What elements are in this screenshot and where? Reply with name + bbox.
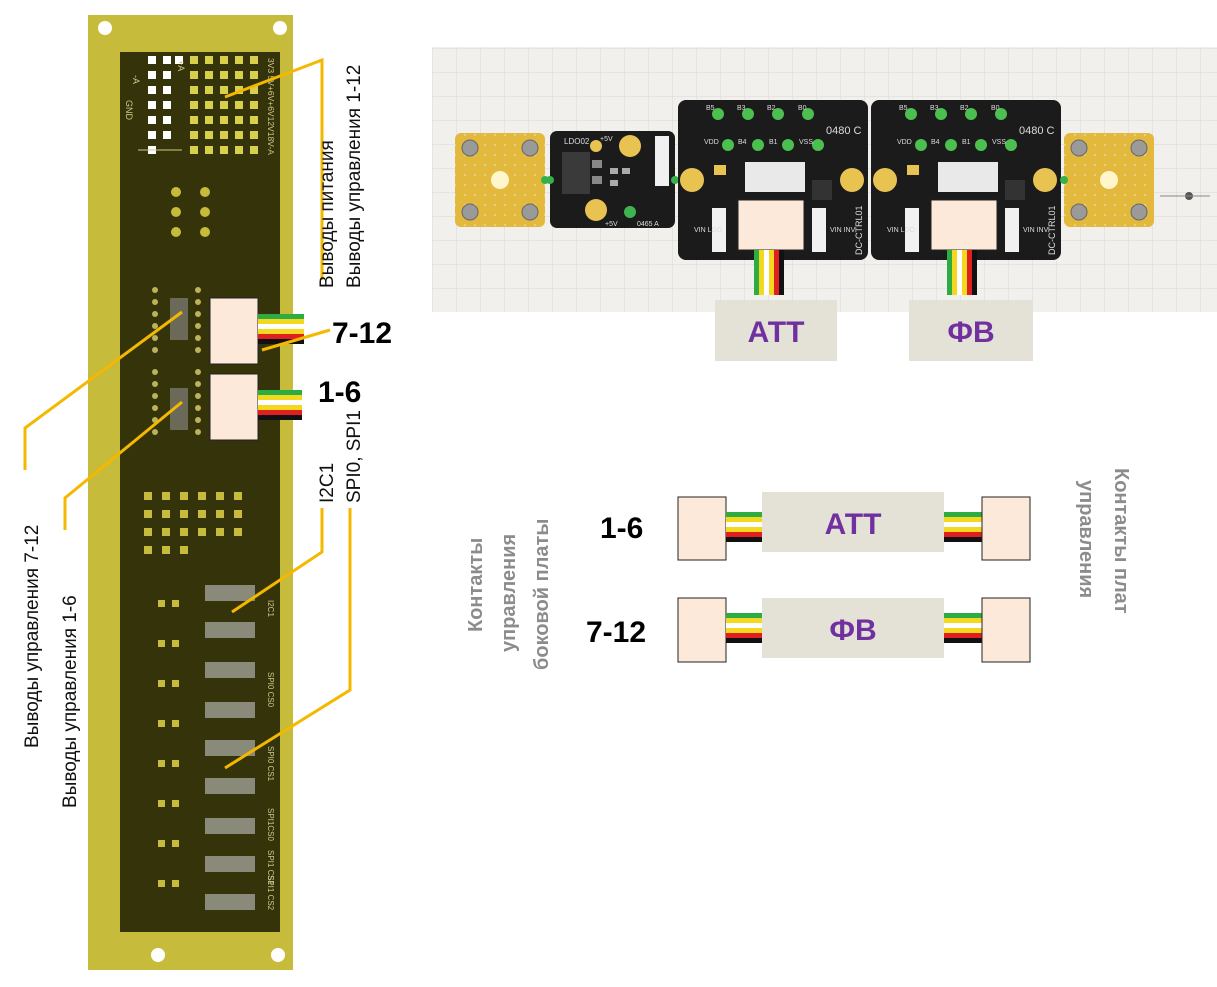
- silk-gnd-label: GND: [124, 100, 134, 121]
- pin-label: B2: [767, 105, 776, 112]
- silk-spi1-cs1: SPI1 CS1: [266, 850, 275, 886]
- connector-1-6-socket: [170, 388, 188, 430]
- pin-label: B5: [706, 105, 715, 112]
- label-control-pins-1-6: Выводы управления 1-6: [60, 595, 81, 808]
- vin-inv-label: VIN INV: [1023, 227, 1049, 234]
- legend-group: 7-12: [586, 616, 646, 649]
- pin-label: VSS: [799, 139, 813, 146]
- caption-left-line-1: Контакты: [465, 538, 487, 632]
- tag-box-fv: [909, 300, 1033, 361]
- silk-spi0-cs1: SPI0 CS1: [266, 746, 275, 782]
- legend-target: ФВ: [829, 614, 876, 647]
- board-side-label: DC-CTRL01: [1047, 205, 1057, 255]
- tag-att: АТТ: [748, 316, 805, 349]
- label-i2c1: I2C1: [317, 463, 338, 503]
- label-spi: SPI0, SPI1: [344, 410, 365, 503]
- ldo-plus5v-bottom: +5V: [605, 221, 618, 228]
- power-header: -A +A GND 3V3 5V+6V+6V12V18V-A: [124, 56, 276, 155]
- via-pads: [171, 187, 210, 237]
- label-group-1-6: 1-6: [318, 376, 361, 409]
- silk-spi0-cs0: SPI0 CS0: [266, 672, 275, 708]
- legend-row-7-12: 7-12 ФВ: [586, 597, 1031, 663]
- label-power-pins: Выводы питания: [317, 140, 338, 288]
- end-board-left: [455, 133, 549, 227]
- ldo-module: LDO02 +5V +5V 0465 A: [546, 131, 679, 228]
- caption-right-line-2: управления: [1075, 480, 1097, 598]
- ldo-code: 0465 A: [637, 221, 659, 228]
- callout-lines: [23, 57, 352, 770]
- pin-label: B2: [960, 105, 969, 112]
- board-side-label: DC-CTRL01: [854, 205, 864, 255]
- vin-ldo-label: VIN LDO: [887, 227, 916, 234]
- pin-label: B0: [798, 105, 807, 112]
- cable-legend: Контакты управления боковой платы Контак…: [465, 468, 1132, 670]
- legend-target: АТТ: [825, 508, 882, 541]
- bus-side-pads: [158, 600, 179, 887]
- ctrl-board-att: B5 B3 B2 B0 VDD B4 B1 VSS 0480 C VIN LDO…: [678, 100, 868, 295]
- pin-label: VDD: [704, 139, 719, 146]
- pin-label: B3: [737, 105, 746, 112]
- pin-label: B4: [931, 139, 940, 146]
- pin-label: B1: [769, 139, 778, 146]
- silk-voltage-label: 3V3 5V+6V+6V12V18V-A: [266, 58, 276, 155]
- vin-ldo-label: VIN LDO: [694, 227, 723, 234]
- board-code: 0480 C: [826, 125, 862, 137]
- bus-connectors: [205, 585, 255, 910]
- board-code: 0480 C: [1019, 125, 1055, 137]
- mounting-hole-icon: [273, 21, 287, 35]
- tag-fv: ФВ: [947, 316, 994, 349]
- legend-group: 1-6: [600, 512, 643, 545]
- label-group-7-12: 7-12: [332, 317, 392, 350]
- pin-label: B3: [930, 105, 939, 112]
- control-pin-rows: [152, 287, 201, 435]
- silk-spi1-cs2: SPI1 CS2: [266, 875, 275, 911]
- pin-label: B4: [738, 139, 747, 146]
- label-control-pins-7-12: Выводы управления 7-12: [22, 525, 43, 748]
- vin-inv-label: VIN INV: [830, 227, 856, 234]
- label-control-pins-1-12: Выводы управления 1-12: [344, 65, 365, 288]
- silk-i2c1: I2C1: [266, 600, 275, 617]
- pin-label: VSS: [992, 139, 1006, 146]
- connector-7-12-socket: [170, 298, 188, 340]
- caption-right-line-1: Контакты плат: [1110, 468, 1132, 614]
- ldo-name: LDO02: [564, 137, 590, 146]
- plug-7-12: [209, 297, 304, 365]
- end-board-right: [1060, 133, 1154, 227]
- legend-row-1-6: 1-6 АТТ: [600, 492, 1031, 561]
- plug-1-6: [209, 373, 302, 441]
- ldo-plus5v-top: +5V: [600, 136, 613, 143]
- pin-label: B5: [899, 105, 908, 112]
- module-assembly: LDO02 +5V +5V 0465 A B5 B3 B2 B0 VDD B4 …: [432, 47, 1217, 312]
- caption-left-line-2: управления: [498, 534, 520, 652]
- mounting-hole-icon: [271, 948, 285, 962]
- caption-left-line-3: боковой платы: [531, 519, 553, 670]
- silk-pos-label: +A: [176, 60, 186, 71]
- pin-label: VDD: [897, 139, 912, 146]
- silk-neg-label: -A: [131, 75, 141, 84]
- side-board: -A +A GND 3V3 5V+6V+6V12V18V-A: [88, 15, 304, 970]
- silk-spi1-cs0: SPI1CS0: [266, 808, 275, 841]
- tag-box-att: [715, 300, 837, 361]
- mounting-hole-icon: [98, 21, 112, 35]
- mounting-hole-icon: [151, 948, 165, 962]
- pin-label: B0: [991, 105, 1000, 112]
- lower-pad-grid: [144, 492, 242, 554]
- ctrl-board-fv: B5 B3 B2 B0 VDD B4 B1 VSS 0480 C VIN LDO…: [871, 100, 1061, 295]
- pin-label: B1: [962, 139, 971, 146]
